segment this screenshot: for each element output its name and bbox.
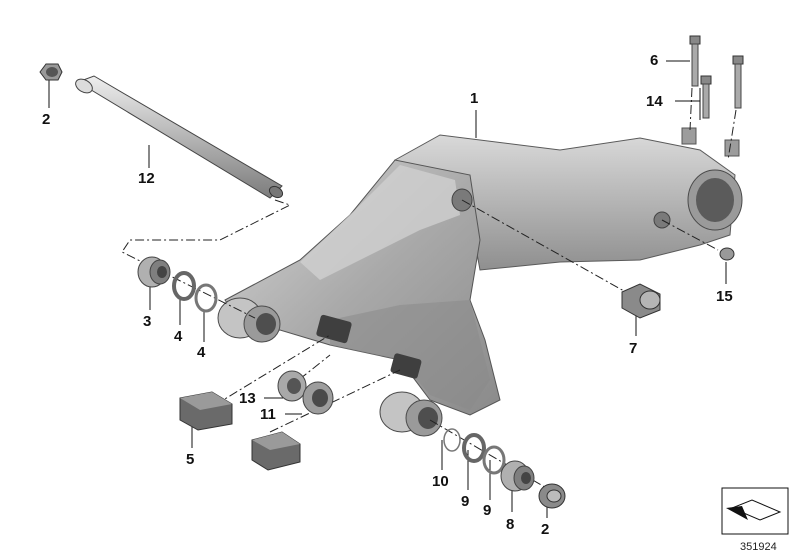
cover-cap-left [179, 391, 233, 431]
callout-13: 13 [239, 390, 256, 407]
washer-d [482, 445, 506, 475]
rubber-buffer [621, 283, 661, 319]
cap-nut-right [538, 483, 566, 509]
screw-small [719, 247, 735, 261]
callout-7: 7 [629, 340, 638, 357]
callout-10: 10 [432, 473, 449, 490]
bearing-bush [137, 256, 171, 288]
callout-4-a: 4 [174, 328, 183, 345]
bolt-long-a [689, 35, 701, 87]
spacer-ring [277, 370, 307, 402]
callout-4-b: 4 [197, 344, 206, 361]
callout-9-b: 9 [483, 502, 492, 519]
bolt-long-b [732, 55, 744, 109]
circlip [443, 428, 461, 452]
callout-14: 14 [646, 93, 663, 110]
left-pivot-bushing [217, 297, 281, 343]
sealing-ring [302, 381, 334, 415]
callout-3: 3 [143, 313, 152, 330]
cover-cap-right [251, 431, 301, 471]
callout-2-top: 2 [42, 111, 51, 128]
callout-1: 1 [470, 90, 479, 107]
bearing-bush-right [500, 460, 535, 492]
washer-a [172, 271, 196, 301]
right-pivot-bushing [379, 391, 443, 437]
cap-nut [39, 63, 63, 81]
callout-11: 11 [260, 406, 276, 423]
callout-15: 15 [716, 288, 733, 305]
document-number: 351924 [740, 541, 777, 553]
swing-arm [217, 127, 743, 437]
washer-b [194, 283, 218, 313]
callout-9-a: 9 [461, 493, 470, 510]
callout-2-bottom: 2 [541, 521, 550, 538]
bolt-short [700, 75, 712, 119]
callout-12: 12 [138, 170, 155, 187]
pivot-shaft [75, 75, 284, 199]
arrow-reference-icon [721, 487, 789, 535]
callout-6: 6 [650, 52, 659, 69]
washer-c [462, 433, 486, 463]
callout-5: 5 [186, 451, 195, 468]
callout-8: 8 [506, 516, 515, 533]
leader-lines [48, 60, 727, 518]
